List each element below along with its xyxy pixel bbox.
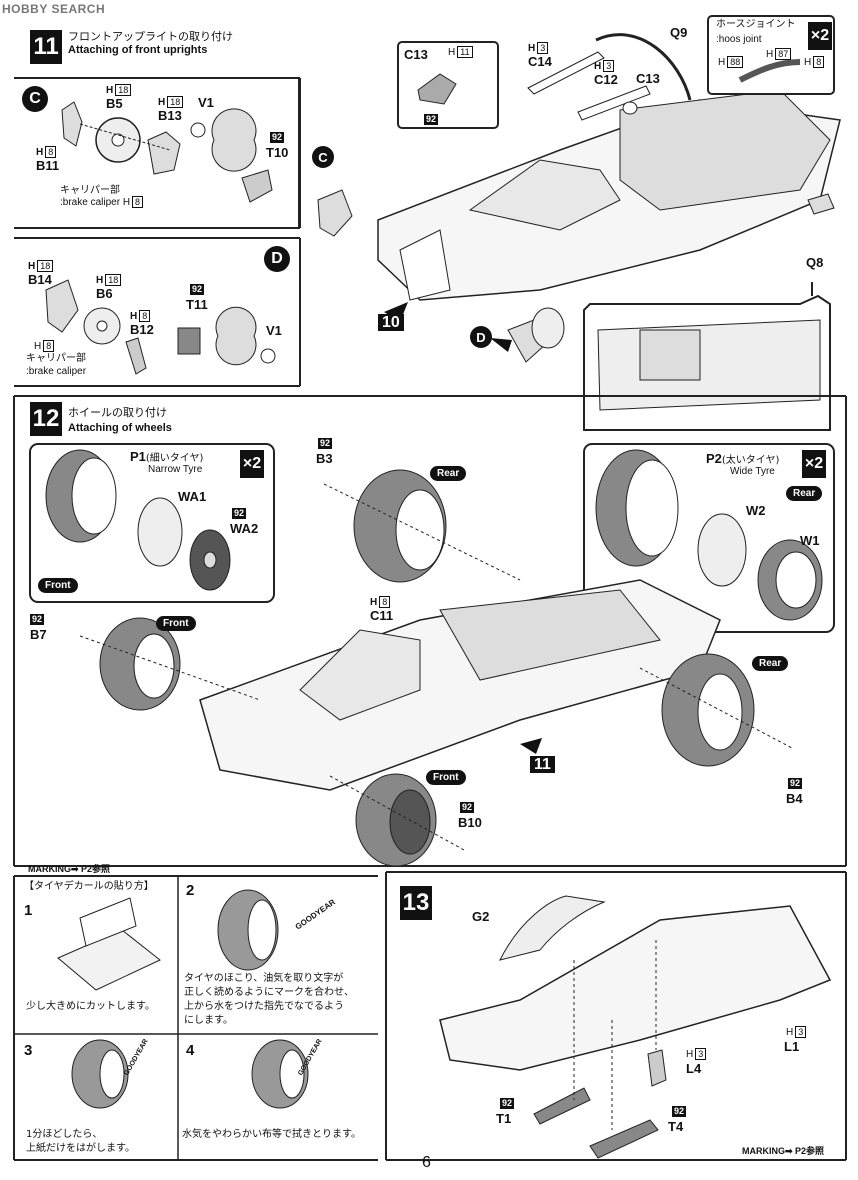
front-pill-left: Front xyxy=(156,616,196,631)
p1-label: P1(細いタイヤ) xyxy=(130,449,204,464)
decal-step-1-num: 1 xyxy=(24,902,33,919)
step-11-title-en: Attaching of front uprights xyxy=(68,44,208,56)
part-b7: B7 xyxy=(30,627,47,642)
step-12-number: 12 xyxy=(30,402,62,436)
hose-title-jp: ホースジョイント xyxy=(716,19,796,30)
part-wa1: WA1 xyxy=(178,489,207,504)
step-11-title-jp: フロントアップライトの取り付け xyxy=(68,30,233,43)
part-t11: T11 xyxy=(186,297,208,312)
step-12-title-jp: ホイールの取り付け xyxy=(68,406,167,419)
part-wa2: WA2 xyxy=(230,521,259,536)
inset-c13-tag: 92 xyxy=(424,114,439,125)
rear-pill-right: Rear xyxy=(752,656,789,671)
chassis-d-marker: D xyxy=(470,326,492,348)
part-l4: L4 xyxy=(686,1061,702,1076)
decal-step-3-num: 3 xyxy=(24,1042,33,1059)
tag-92-b10: 92 xyxy=(460,802,475,813)
decal-step-2-line1: タイヤのほこり、油気を取り文字が xyxy=(184,973,344,984)
front-x2-badge: ×2 xyxy=(240,450,264,478)
rear-pill-top: Rear xyxy=(430,466,467,481)
part-v1-d: V1 xyxy=(266,323,282,338)
hose-title-en: :hoos joint xyxy=(716,34,762,45)
hose-x2-badge: ×2 xyxy=(808,22,832,50)
tag-92-t11: 92 xyxy=(190,284,205,295)
decal-marking: MARKING➡ P2参照 xyxy=(28,864,111,874)
part-t1: T1 xyxy=(496,1111,512,1126)
p1-en: Narrow Tyre xyxy=(148,464,203,475)
caliper-jp-c: キャリパー部 xyxy=(60,185,120,196)
decal-title: 【タイヤデカールの貼り方】 xyxy=(24,881,154,892)
part-c13: C13 xyxy=(636,71,660,86)
decal-goodyear-4: GOODYEAR xyxy=(297,1038,324,1077)
step-11-marker: 11 xyxy=(530,756,555,773)
p2-label: P2(太いタイヤ) xyxy=(706,451,780,466)
front-pill-bottom: Front xyxy=(426,770,466,785)
tag-92-b3: 92 xyxy=(318,438,333,449)
part-t10: T10 xyxy=(266,145,289,160)
part-b3: B3 xyxy=(316,451,333,466)
step-13-number: 13 xyxy=(400,886,432,920)
step-11-number: 11 xyxy=(30,30,62,64)
front-pill-box: Front xyxy=(38,578,78,593)
rear-pill-box: Rear xyxy=(786,486,823,501)
box-d-label: D xyxy=(264,246,290,272)
step-12-title-en: Attaching of wheels xyxy=(68,422,172,434)
part-v1-c: V1 xyxy=(198,95,214,110)
decal-step-1-text: 少し大きめにカットします。 xyxy=(26,1001,155,1012)
decal-step-4-num: 4 xyxy=(186,1042,195,1059)
inset-c13-label: C13 xyxy=(404,47,428,62)
step-10-marker: 10 xyxy=(378,314,404,331)
decal-goodyear-2: GOODYEAR xyxy=(293,897,338,932)
decal-step-2-line2: 正しく読めるようにマークを合わせ、 xyxy=(184,987,354,998)
part-w1: W1 xyxy=(800,533,820,548)
step-13-marking: MARKING➡ P2参照 xyxy=(742,1146,825,1156)
part-q8: Q8 xyxy=(806,255,824,270)
tag-92-b4: 92 xyxy=(788,778,803,789)
decal-step-3-line2: 上紙だけをはがします。 xyxy=(26,1143,135,1154)
p2-en: Wide Tyre xyxy=(730,466,775,477)
decal-step-4-text: 水気をやわらかい布等で拭きとります。 xyxy=(182,1129,361,1140)
part-q9: Q9 xyxy=(670,25,688,40)
caliper-jp-d: キャリパー部 xyxy=(26,353,86,364)
chassis-c-marker: C xyxy=(312,146,334,168)
part-t4: T4 xyxy=(668,1119,684,1134)
tag-92-t1: 92 xyxy=(500,1098,515,1109)
decal-step-2-line3: 上から水をつけた指先でなでるよう xyxy=(184,1001,344,1012)
part-l1: L1 xyxy=(784,1039,800,1054)
decal-step-2-line4: にします。 xyxy=(184,1015,233,1026)
part-b4: B4 xyxy=(786,791,803,806)
tag-92-t4: 92 xyxy=(672,1106,687,1117)
tag-92-t10: 92 xyxy=(270,132,285,143)
part-b10: B10 xyxy=(458,815,482,830)
part-g2: G2 xyxy=(472,909,490,924)
watermark-logo: HOBBY SEARCH xyxy=(2,2,106,16)
tag-92-wa2: 92 xyxy=(232,508,247,519)
page-number: 6 xyxy=(422,1154,431,1171)
decal-step-2-num: 2 xyxy=(186,882,195,899)
box-c-label: C xyxy=(22,86,48,112)
part-w2: W2 xyxy=(746,503,766,518)
tag-92-b7: 92 xyxy=(30,614,45,625)
rear-x2-badge: ×2 xyxy=(802,450,826,478)
decal-step-3-line1: 1分ほどしたら、 xyxy=(26,1129,103,1140)
decal-goodyear-3: GOODYEAR xyxy=(123,1038,150,1077)
caliper-en-d: :brake caliper xyxy=(26,366,87,377)
